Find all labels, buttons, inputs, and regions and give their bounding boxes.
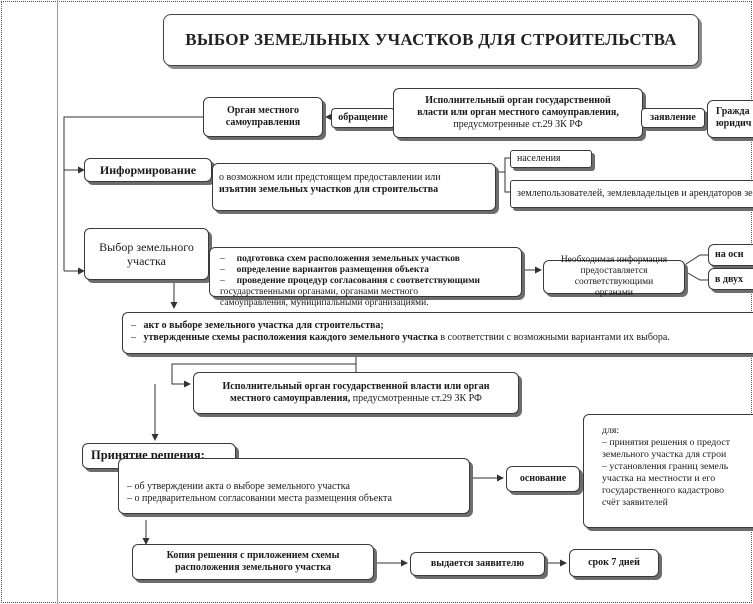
decision-item-1: – об утверждении акта о выборе земельног… (127, 481, 350, 492)
informing-label: Информирование (99, 163, 197, 177)
local-authority-line-1: Орган местного (227, 105, 299, 116)
population-label: населения (517, 153, 561, 164)
basis-label: основание (519, 473, 567, 484)
selection-step-3: – проведение процедур согласования с соо… (220, 276, 481, 286)
local-authority-box: Орган местного самоуправления (203, 97, 323, 137)
result-item-1: – акт о выборе земельного участка для ст… (131, 320, 384, 331)
executive2-box: Исполнительный орган государственной вла… (193, 372, 519, 414)
executive-box: Исполнительный орган государственной вла… (393, 88, 643, 138)
term-box: срок 7 дней (569, 549, 659, 577)
executive-line-2: власти или орган местного самоуправления… (417, 107, 619, 118)
decision-right-line-1: для: (602, 425, 620, 436)
decision-right-line-3: земельного участка для строи (602, 449, 727, 460)
right-bottom-label: в двух (715, 274, 744, 285)
decision-item-2: – о предварительном согласовании места р… (127, 493, 392, 504)
local-authority-line-2: самоуправления (225, 117, 301, 128)
line-right-top (685, 254, 708, 265)
trunk-line (63, 116, 205, 271)
margin-line (57, 0, 58, 604)
info-box: Необходимая информация предоставляется с… (543, 255, 685, 298)
info-line-2: предоставляется (580, 266, 648, 276)
decision-right-line-5: участка на местности и его (602, 473, 716, 484)
line-right-bottom (685, 271, 708, 281)
result-item-2: – утвержденные схемы расположения каждог… (131, 332, 670, 343)
decision-items-box: – об утверждении акта о выборе земельног… (118, 458, 470, 514)
executive2-line-1: Исполнительный орган государственной вла… (222, 381, 490, 392)
owners-box: землепользователей, землевладельцев и ар… (510, 180, 753, 208)
executive-line-1: Исполнительный орган государственной (425, 95, 611, 106)
informing-box: Информирование (84, 158, 212, 182)
right-top-label: на осн (715, 249, 744, 260)
right-bottom-box: в двух (708, 268, 753, 290)
info-line-3: соответствующими (574, 277, 654, 287)
informing-text-box: о возможном или предстоящем предоставлен… (212, 163, 496, 211)
issued-box: выдается заявителю (410, 552, 545, 576)
copy-line-2: расположения земельного участка (175, 562, 331, 573)
application-label: заявление (650, 112, 696, 123)
selection-box: Выбор земельного участка (84, 228, 209, 280)
selection-step-2: – определение вариантов размещения объек… (220, 265, 429, 275)
line-population (495, 157, 512, 173)
copy-box: Копия решения с приложением схемы распол… (132, 544, 374, 580)
term-label: срок 7 дней (588, 557, 640, 568)
informing-text-line-1: о возможном или предстоящем предоставлен… (219, 172, 441, 183)
decision-right-line-2: – принятия решения о предост (602, 437, 731, 448)
issued-label: выдается заявителю (430, 558, 525, 569)
arrow-to-executive2 (171, 363, 356, 388)
selection-step-3-cont-1: государственными органами, органами мест… (220, 287, 418, 297)
info-line-1: Необходимая информация (560, 255, 668, 265)
decision-right-line-4: – установления границ земель (602, 461, 729, 472)
appeal-label: обращение (338, 112, 388, 123)
selection-steps-box: – подготовка схем расположения земельных… (209, 247, 522, 308)
application-box: заявление (641, 108, 705, 128)
line-owners (504, 172, 512, 193)
appeal-box: обращение (331, 108, 395, 128)
copy-line-1: Копия решения с приложением схемы (166, 550, 340, 561)
applicant-box: Гражда юридич (707, 100, 753, 138)
decision-right-box: для: – принятия решения о предост земель… (583, 414, 753, 528)
selection-label-line-1: Выбор земельного (99, 240, 194, 254)
executive2-line-2: местного самоуправления, предусмотренные… (230, 393, 482, 404)
applicant-line-2: юридич (716, 118, 752, 129)
owners-label: землепользователей, землевладельцев и ар… (517, 188, 753, 199)
selection-step-1: – подготовка схем расположения земельных… (220, 254, 460, 264)
selection-label-line-2: участка (127, 254, 166, 268)
right-top-box: на осн (708, 244, 753, 266)
diagram-title-text: ВЫБОР ЗЕМЕЛЬНЫХ УЧАСТКОВ ДЛЯ СТРОИТЕЛЬСТ… (185, 30, 677, 49)
informing-text-line-2: изъятии земельных участков для строитель… (219, 184, 439, 195)
decision-right-line-7: счёт заявителей (602, 497, 668, 508)
selection-step-3-cont-2: самоуправления, муниципальными организац… (220, 298, 429, 308)
applicant-line-1: Гражда (716, 106, 750, 117)
executive-line-3: предусмотренные ст.29 ЗК РФ (453, 119, 583, 130)
diagram-title: ВЫБОР ЗЕМЕЛЬНЫХ УЧАСТКОВ ДЛЯ СТРОИТЕЛЬСТ… (163, 14, 699, 66)
result-box: – акт о выборе земельного участка для ст… (122, 312, 753, 354)
decision-right-line-6: государственного кадастрово (602, 485, 724, 496)
population-box: населения (510, 150, 592, 168)
basis-box: основание (506, 466, 580, 492)
info-line-4: органами (594, 288, 633, 298)
